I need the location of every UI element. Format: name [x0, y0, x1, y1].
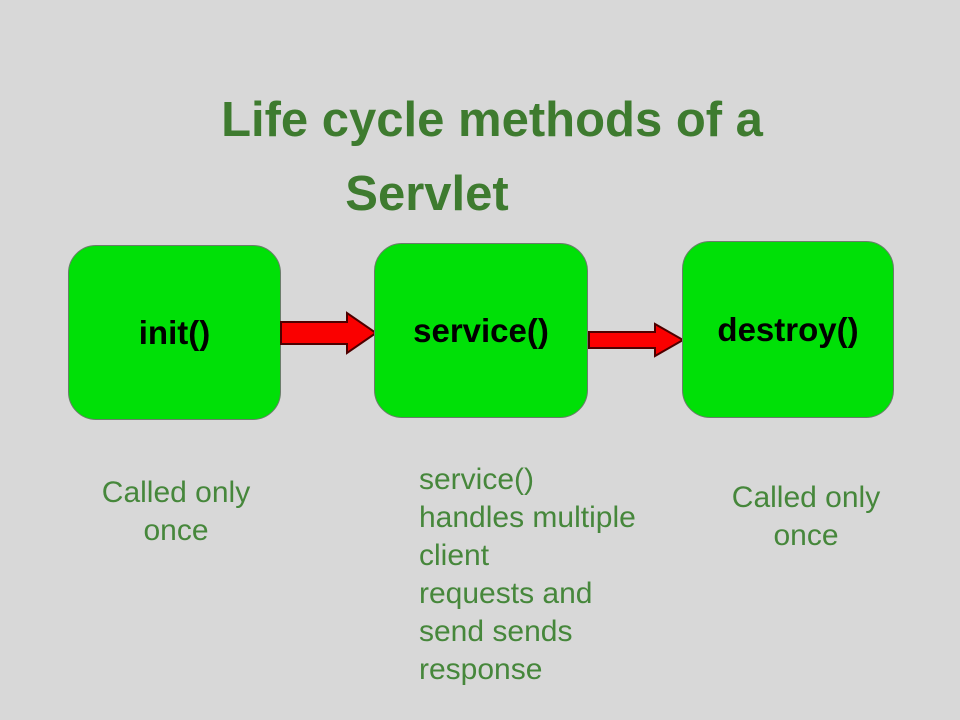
arrow-init-to-service-icon: [280, 311, 378, 355]
node-service: service(): [374, 243, 588, 418]
caption-init: Called only once: [101, 476, 251, 547]
caption-destroy: Called only once: [731, 481, 881, 552]
slide-title-line-1: Life cycle methods of a: [221, 93, 763, 147]
node-destroy: destroy(): [682, 241, 894, 418]
node-service-label: service(): [413, 311, 549, 349]
arrow-service-to-destroy-icon: [588, 322, 685, 358]
caption-service: service() handles multiple client reques…: [419, 463, 636, 686]
node-init: init(): [68, 245, 281, 420]
node-init-label: init(): [138, 313, 211, 351]
node-destroy-label: destroy(): [717, 310, 859, 348]
slide-title-line-2: Servlet: [345, 167, 509, 221]
